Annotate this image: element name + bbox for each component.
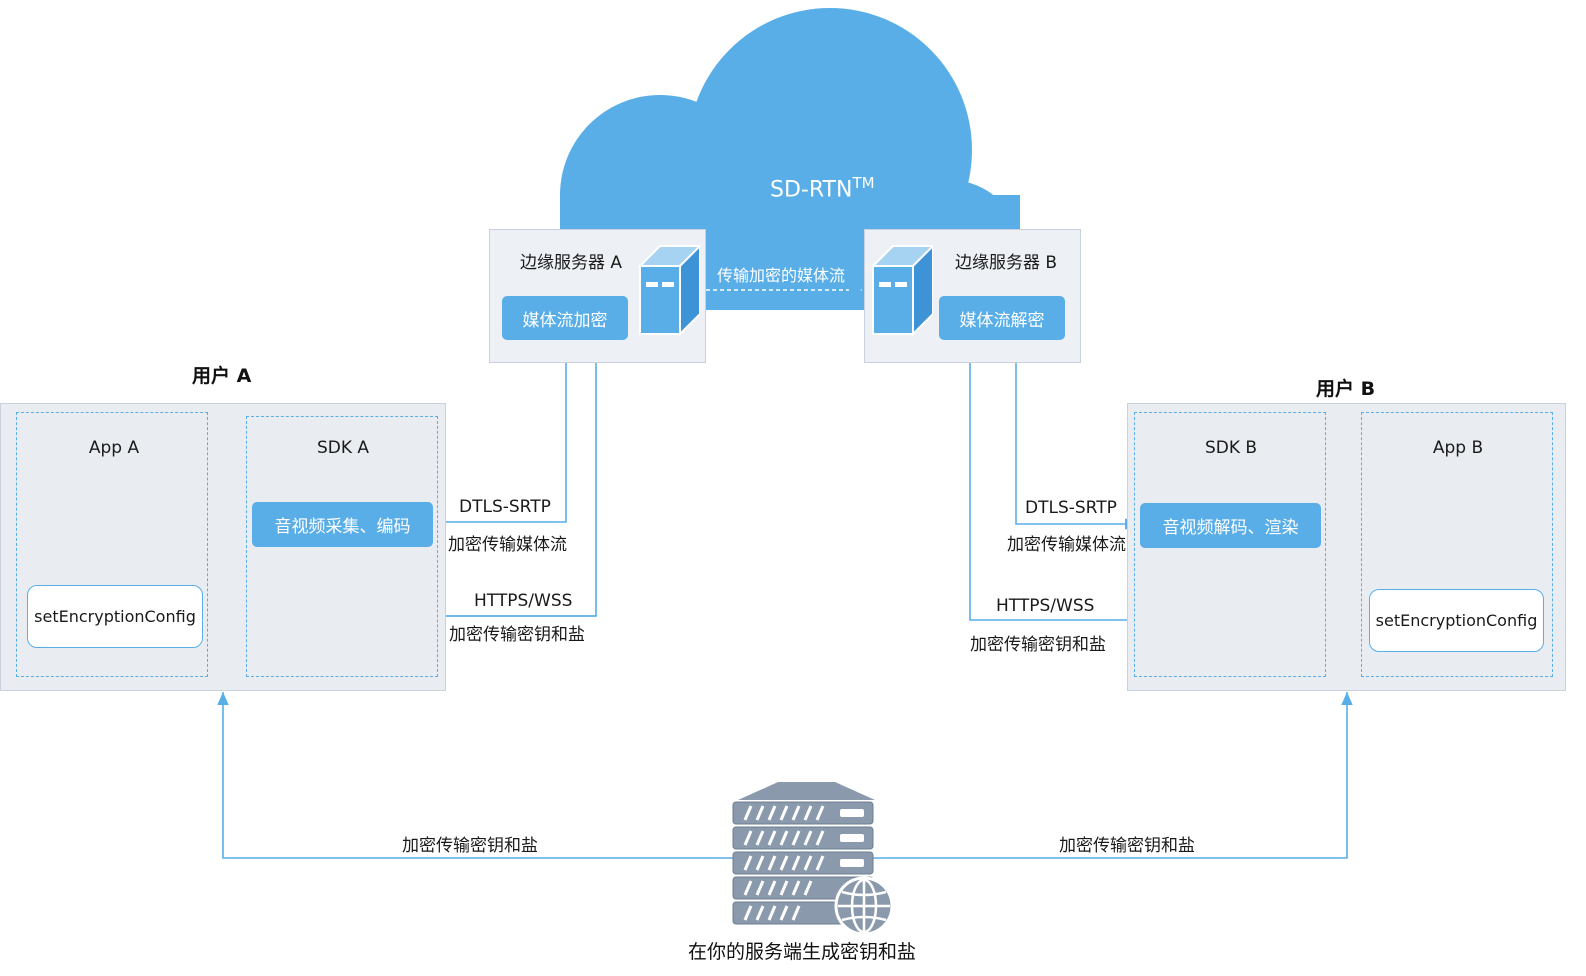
link-b-media-protocol: DTLS-SRTP (1025, 498, 1117, 518)
edge-server-b-action: 媒体流解密 (939, 296, 1065, 340)
sdk-a-label: SDK A (316, 438, 370, 458)
edge-server-b-title: 边缘服务器 B (955, 253, 1058, 273)
server-b-icon (871, 244, 933, 336)
sdk-a-action: 音视频采集、编码 (252, 502, 433, 547)
link-b-key-desc: 加密传输密钥和盐 (970, 635, 1106, 655)
edge-link-label: 传输加密的媒体流 (717, 266, 846, 285)
cloud-name: SD-RTN (770, 177, 853, 203)
sdk-b-label: SDK B (1204, 438, 1258, 458)
key-server-connectors (217, 692, 1353, 859)
sdk-b-action: 音视频解码、渲染 (1140, 503, 1321, 548)
key-server-left-link: 加密传输密钥和盐 (402, 836, 538, 856)
link-a-media-desc: 加密传输媒体流 (448, 535, 567, 555)
user-a-panel (0, 403, 446, 691)
app-a-container (16, 412, 208, 677)
sdk-b-container (1134, 412, 1326, 677)
link-a-key-desc: 加密传输密钥和盐 (449, 625, 585, 645)
user-a-title: 用户 A (192, 365, 252, 387)
set-encryption-config-b[interactable]: setEncryptionConfig (1369, 589, 1544, 652)
edge-server-a-action: 媒体流加密 (502, 296, 628, 340)
cloud-title: SD-RTNTM (770, 174, 875, 202)
link-b-key-protocol: HTTPS/WSS (996, 596, 1095, 616)
cloud-superscript: TM (852, 174, 875, 192)
server-a-icon (638, 244, 700, 336)
globe-icon (834, 876, 894, 936)
app-b-container (1361, 412, 1553, 677)
edge-server-b: 边缘服务器 B 媒体流解密 (864, 229, 1081, 363)
key-server-right-link: 加密传输密钥和盐 (1059, 836, 1195, 856)
app-b-label: App B (1432, 438, 1484, 458)
app-a-label: App A (88, 438, 140, 458)
user-b-title: 用户 B (1316, 378, 1376, 400)
set-encryption-config-a[interactable]: setEncryptionConfig (27, 585, 203, 648)
link-a-media-protocol: DTLS-SRTP (459, 497, 551, 517)
link-b-media-desc: 加密传输媒体流 (1007, 535, 1126, 555)
sdk-a-container (246, 416, 438, 677)
edge-server-a: 边缘服务器 A 媒体流加密 (489, 229, 706, 363)
link-a-key-protocol: HTTPS/WSS (474, 591, 573, 611)
key-server-caption: 在你的服务端生成密钥和盐 (688, 941, 917, 963)
edge-server-a-title: 边缘服务器 A (520, 253, 623, 273)
